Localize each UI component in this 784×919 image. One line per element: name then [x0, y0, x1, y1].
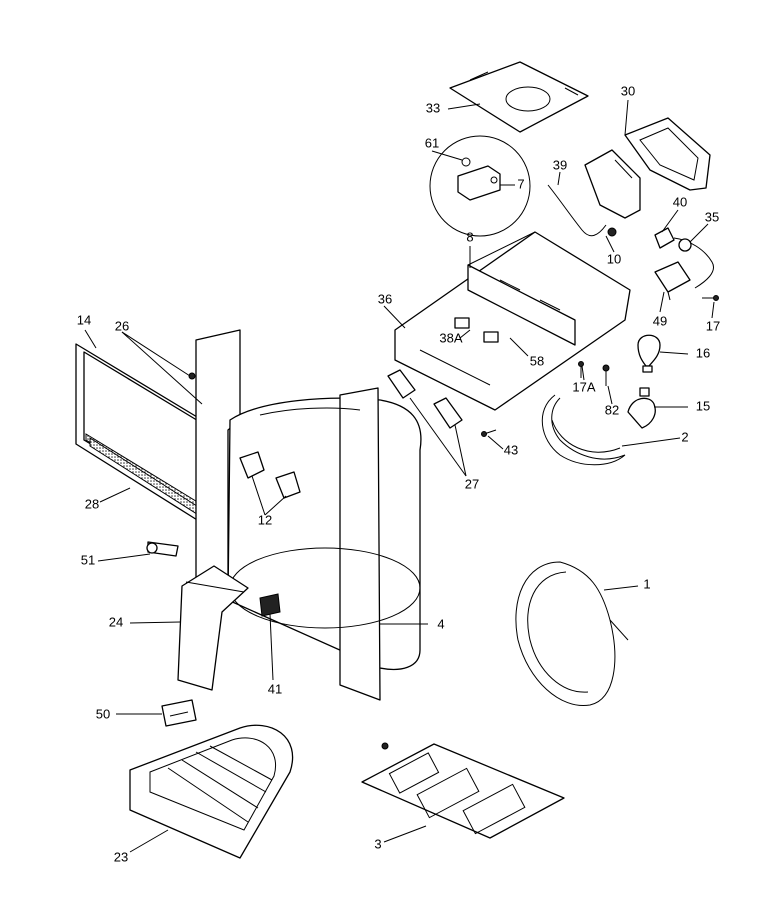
- callout-23: 23: [114, 849, 128, 864]
- callout-24: 24: [109, 614, 123, 629]
- callout-40: 40: [673, 194, 687, 209]
- part-51-pin: [146, 541, 179, 557]
- part-49-switch: [654, 261, 691, 301]
- part-27-levers: [387, 369, 463, 429]
- callout-51: 51: [81, 552, 95, 567]
- part-3-heater: [361, 742, 565, 839]
- callout-7: 7: [517, 176, 524, 191]
- part-30-light-bezel: [584, 117, 711, 219]
- callout-27: 27: [465, 476, 479, 491]
- callout-10: 10: [607, 251, 621, 266]
- callout-35: 35: [705, 209, 719, 224]
- callout-82: 82: [605, 402, 619, 417]
- callout-58: 58: [530, 353, 544, 368]
- callout-26: 26: [115, 318, 129, 333]
- part-39-wire: [547, 184, 617, 237]
- callout-3: 3: [374, 836, 381, 851]
- callout-12: 12: [258, 512, 272, 527]
- part-1-tubing: [515, 561, 629, 707]
- part-82-screw: [602, 364, 610, 386]
- callout-36: 36: [378, 291, 392, 306]
- callout-33: 33: [426, 100, 440, 115]
- callout-15: 15: [696, 398, 710, 413]
- callout-49: 49: [653, 313, 667, 328]
- part-17-screw: [702, 295, 719, 301]
- callout-1: 1: [643, 576, 650, 591]
- callout-14: 14: [77, 312, 91, 327]
- callout-16: 16: [696, 345, 710, 360]
- callout-2: 2: [681, 429, 688, 444]
- callout-17a: 17A: [572, 379, 595, 394]
- callout-39: 39: [553, 157, 567, 172]
- part-12-clips: [239, 451, 301, 499]
- part-16-bulb: [637, 334, 661, 373]
- leader-lines: [84, 99, 715, 853]
- callout-28: 28: [85, 496, 99, 511]
- callout-61: 61: [425, 135, 439, 150]
- part-17a-screw: [578, 361, 584, 378]
- callout-labels: 33 30 61 7 39 40 35 8 10 36 49 17 14 26 …: [77, 83, 720, 864]
- part-4-dispenser-housing: [195, 329, 422, 701]
- part-2-wire-harness: [541, 394, 626, 466]
- callout-41: 41: [268, 681, 282, 696]
- part-8-control-housing: [394, 231, 631, 411]
- part-50-insert: [161, 699, 197, 727]
- callout-30: 30: [621, 83, 635, 98]
- callout-50: 50: [96, 706, 110, 721]
- part-14-display-panel: [75, 343, 213, 529]
- part-23-drip-tray: [129, 724, 294, 859]
- part-33-cover-plate: [449, 61, 589, 133]
- callout-8: 8: [466, 229, 473, 244]
- part-24-actuator: [177, 565, 249, 691]
- part-41-spring: [259, 593, 281, 617]
- callout-38a: 38A: [439, 330, 462, 345]
- part-43-screw: [481, 429, 497, 437]
- callout-4: 4: [437, 616, 444, 631]
- part-15-bulb: [627, 387, 656, 429]
- callout-43: 43: [504, 442, 518, 457]
- callout-17: 17: [706, 318, 720, 333]
- part-7-switch-inset: [429, 135, 531, 237]
